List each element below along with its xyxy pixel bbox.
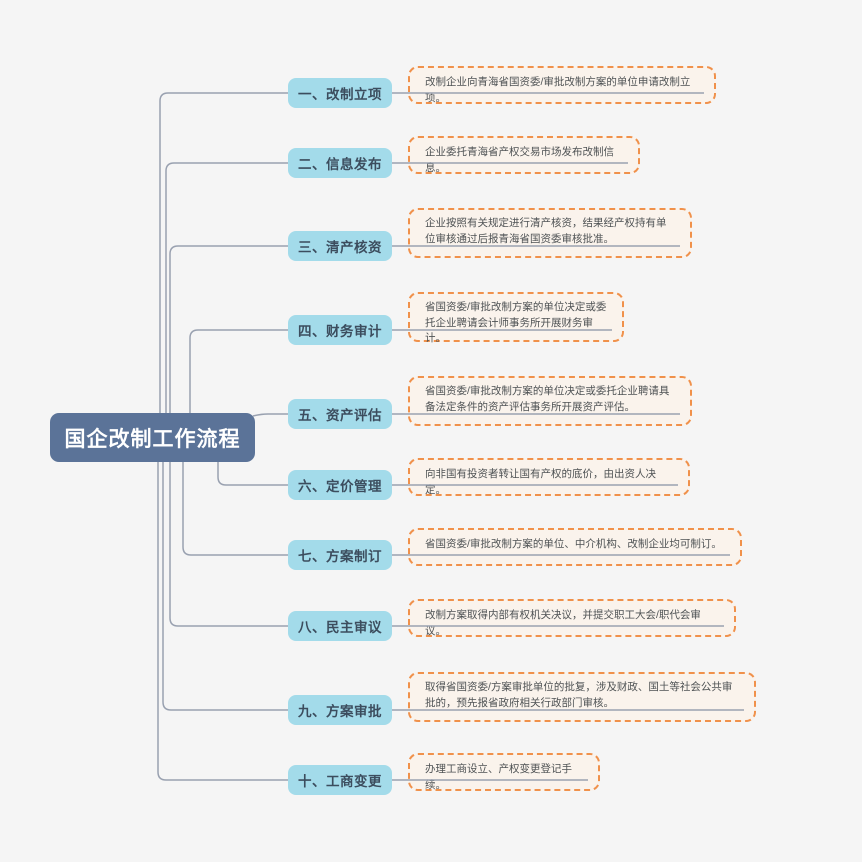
step-note-1[interactable]: 改制企业向青海省国资委/审批改制方案的单位申请改制立项。 — [408, 66, 716, 104]
branch-line-9 — [162, 438, 288, 711]
step-node-label: 三、清产核资 — [298, 240, 382, 255]
step-note-5[interactable]: 省国资委/审批改制方案的单位决定或委托企业聘请具备法定条件的资产评估事务所开展资… — [408, 376, 692, 426]
step-node-10[interactable]: 十、工商变更 — [288, 765, 392, 795]
step-node-5[interactable]: 五、资产评估 — [288, 399, 392, 429]
step-node-label: 五、资产评估 — [298, 408, 382, 423]
step-node-label: 八、民主审议 — [298, 620, 382, 635]
step-node-8[interactable]: 八、民主审议 — [288, 611, 392, 641]
branch-line-5 — [252, 413, 288, 417]
step-note-text: 省国资委/审批改制方案的单位决定或委托企业聘请具备法定条件的资产评估事务所开展资… — [425, 385, 670, 413]
branch-line-8 — [169, 438, 288, 627]
step-node-2[interactable]: 二、信息发布 — [288, 148, 392, 178]
root-node[interactable]: 国企改制工作流程 — [50, 413, 255, 462]
step-note-text: 企业按照有关规定进行清产核资，结果经产权持有单位审核通过后报青海省国资委审核批准… — [425, 217, 667, 245]
step-note-text: 省国资委/审批改制方案的单位决定或委托企业聘请会计师事务所开展财务审计。 — [425, 301, 607, 344]
step-note-7[interactable]: 省国资委/审批改制方案的单位、中介机构、改制企业均可制订。 — [408, 528, 742, 566]
step-note-text: 办理工商设立、产权变更登记手续。 — [425, 763, 572, 791]
step-note-9[interactable]: 取得省国资委/方案审批单位的批复，涉及财政、国土等社会公共审批的，预先报省政府相… — [408, 672, 756, 722]
step-node-9[interactable]: 九、方案审批 — [288, 695, 392, 725]
branch-line-3 — [169, 245, 288, 438]
step-node-label: 一、改制立项 — [298, 87, 382, 102]
step-note-10[interactable]: 办理工商设立、产权变更登记手续。 — [408, 753, 600, 791]
step-node-1[interactable]: 一、改制立项 — [288, 78, 392, 108]
step-note-text: 向非国有投资者转让国有产权的底价，由出资人决定。 — [425, 468, 656, 496]
step-note-text: 省国资委/审批改制方案的单位、中介机构、改制企业均可制订。 — [425, 538, 722, 550]
step-node-4[interactable]: 四、财务审计 — [288, 315, 392, 345]
step-node-6[interactable]: 六、定价管理 — [288, 470, 392, 500]
step-note-8[interactable]: 改制方案取得内部有权机关决议，并提交职工大会/职代会审议。 — [408, 599, 736, 637]
step-node-3[interactable]: 三、清产核资 — [288, 231, 392, 261]
step-note-3[interactable]: 企业按照有关规定进行清产核资，结果经产权持有单位审核通过后报青海省国资委审核批准… — [408, 208, 692, 258]
step-note-6[interactable]: 向非国有投资者转让国有产权的底价，由出资人决定。 — [408, 458, 690, 496]
step-note-4[interactable]: 省国资委/审批改制方案的单位决定或委托企业聘请会计师事务所开展财务审计。 — [408, 292, 624, 344]
step-node-label: 六、定价管理 — [298, 479, 382, 494]
branch-line-2 — [165, 162, 288, 438]
step-note-text: 改制方案取得内部有权机关决议，并提交职工大会/职代会审议。 — [425, 609, 701, 637]
step-node-label: 十、工商变更 — [298, 774, 382, 789]
step-note-2[interactable]: 企业委托青海省产权交易市场发布改制信息。 — [408, 136, 640, 174]
branch-line-10 — [157, 438, 288, 781]
step-note-text: 改制企业向青海省国资委/审批改制方案的单位申请改制立项。 — [425, 76, 691, 104]
root-node-label: 国企改制工作流程 — [64, 427, 241, 451]
step-node-label: 四、财务审计 — [298, 324, 382, 339]
step-note-text: 取得省国资委/方案审批单位的批复，涉及财政、国土等社会公共审批的，预先报省政府相… — [425, 681, 733, 709]
step-node-label: 七、方案制订 — [298, 549, 382, 564]
step-node-label: 二、信息发布 — [298, 157, 382, 172]
step-note-text: 企业委托青海省产权交易市场发布改制信息。 — [425, 146, 614, 174]
step-node-label: 九、方案审批 — [298, 704, 382, 719]
branch-line-1 — [159, 92, 288, 438]
step-node-7[interactable]: 七、方案制订 — [288, 540, 392, 570]
